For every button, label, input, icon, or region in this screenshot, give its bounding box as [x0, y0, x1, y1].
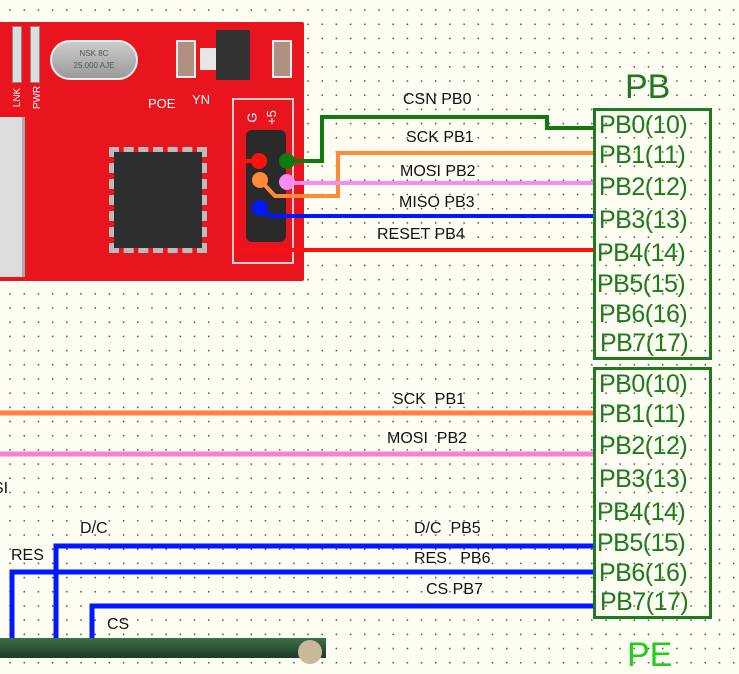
wire-csn-pb0[interactable]	[287, 115, 596, 163]
connector-pin[interactable]: PB0(10)	[599, 111, 688, 139]
crystal-marking: 25.000 AJE	[73, 61, 115, 70]
connector-title-pe: PE	[627, 636, 673, 674]
wire-label: SCK PB1	[393, 391, 466, 408]
connector-pin[interactable]: PB6(16)	[599, 559, 688, 587]
lcd-label-si: SI	[0, 480, 9, 497]
wire-label: MOSI PB2	[387, 430, 468, 447]
connector-pin[interactable]: PB2(12)	[599, 173, 688, 201]
connector-pin[interactable]: PB6(16)	[599, 300, 688, 328]
regulator-tab	[200, 48, 216, 70]
yn-label: YN	[192, 92, 211, 107]
wire-label: MISO PB3	[399, 194, 475, 211]
wire-res-pb6[interactable]	[9, 569, 594, 638]
connector-pin[interactable]: PB3(13)	[599, 206, 688, 234]
wire-layer	[0, 115, 596, 638]
connector-pin[interactable]: PB1(11)	[599, 400, 686, 428]
pin-dot-sck	[252, 172, 268, 188]
connector-pb-bottom	[593, 367, 712, 619]
wire-label: MOSI PB2	[400, 163, 476, 180]
led-lnk	[12, 26, 22, 83]
wire-label: RESET PB4	[377, 226, 465, 243]
connector-pin[interactable]: PB5(15)	[597, 529, 686, 557]
rj45-jack	[0, 117, 25, 277]
connector-pin[interactable]: PB5(15)	[597, 270, 686, 298]
wire-cs-pb7[interactable]	[89, 603, 594, 638]
wire-label: CSN PB0	[403, 91, 472, 108]
w5100-chip	[109, 147, 207, 253]
connector-pin[interactable]: PB2(12)	[599, 432, 688, 460]
wire-sck-pb1[interactable]	[258, 151, 596, 198]
lcd-label-dc: D/C	[80, 520, 108, 537]
connector-pin[interactable]: PB4(14)	[597, 498, 686, 526]
wire-label: D/C PB5	[414, 520, 481, 537]
connector-pin[interactable]: PB1(11)	[599, 141, 686, 169]
crystal: NSK 8C 25.000 AJE	[50, 40, 138, 80]
wire-label: SCK PB1	[406, 129, 474, 146]
connector-title: PB	[625, 68, 671, 106]
pin-dot-mosi	[279, 174, 295, 190]
connector-pin[interactable]: PB0(10)	[599, 370, 688, 398]
wire-dc-pb5[interactable]	[53, 543, 594, 638]
voltage-regulator	[216, 30, 250, 80]
connector-pin[interactable]: PB4(14)	[597, 239, 686, 267]
lcd-label-res: RES	[11, 547, 44, 564]
wire-label: RES PB6	[414, 550, 491, 567]
capacitor	[176, 40, 196, 78]
crystal-marking: NSK 8C	[79, 49, 109, 58]
schematic-canvas: LNK PWR NSK 8C 25.000 AJE POE YN G +5	[0, 22, 712, 672]
pin-dot-miso	[252, 200, 268, 216]
connector-pin[interactable]: PB3(13)	[599, 465, 688, 493]
wire-reset-pb4[interactable]	[234, 159, 596, 252]
capacitor	[272, 40, 292, 78]
pin-dot-csn	[279, 153, 295, 169]
connector-pin[interactable]: PB7(17)	[600, 329, 689, 357]
pin-dot-reset	[251, 153, 267, 169]
wire-label: CS PB7	[426, 581, 483, 598]
ethernet-module-board: LNK PWR NSK 8C 25.000 AJE POE YN G +5	[0, 22, 304, 281]
led-pwr	[30, 26, 40, 83]
poe-label: POE	[148, 96, 176, 111]
lcd-label-cs: CS	[107, 616, 130, 633]
connector-pb-top	[593, 108, 712, 360]
connector-pin[interactable]: PB7(17)	[600, 588, 689, 616]
